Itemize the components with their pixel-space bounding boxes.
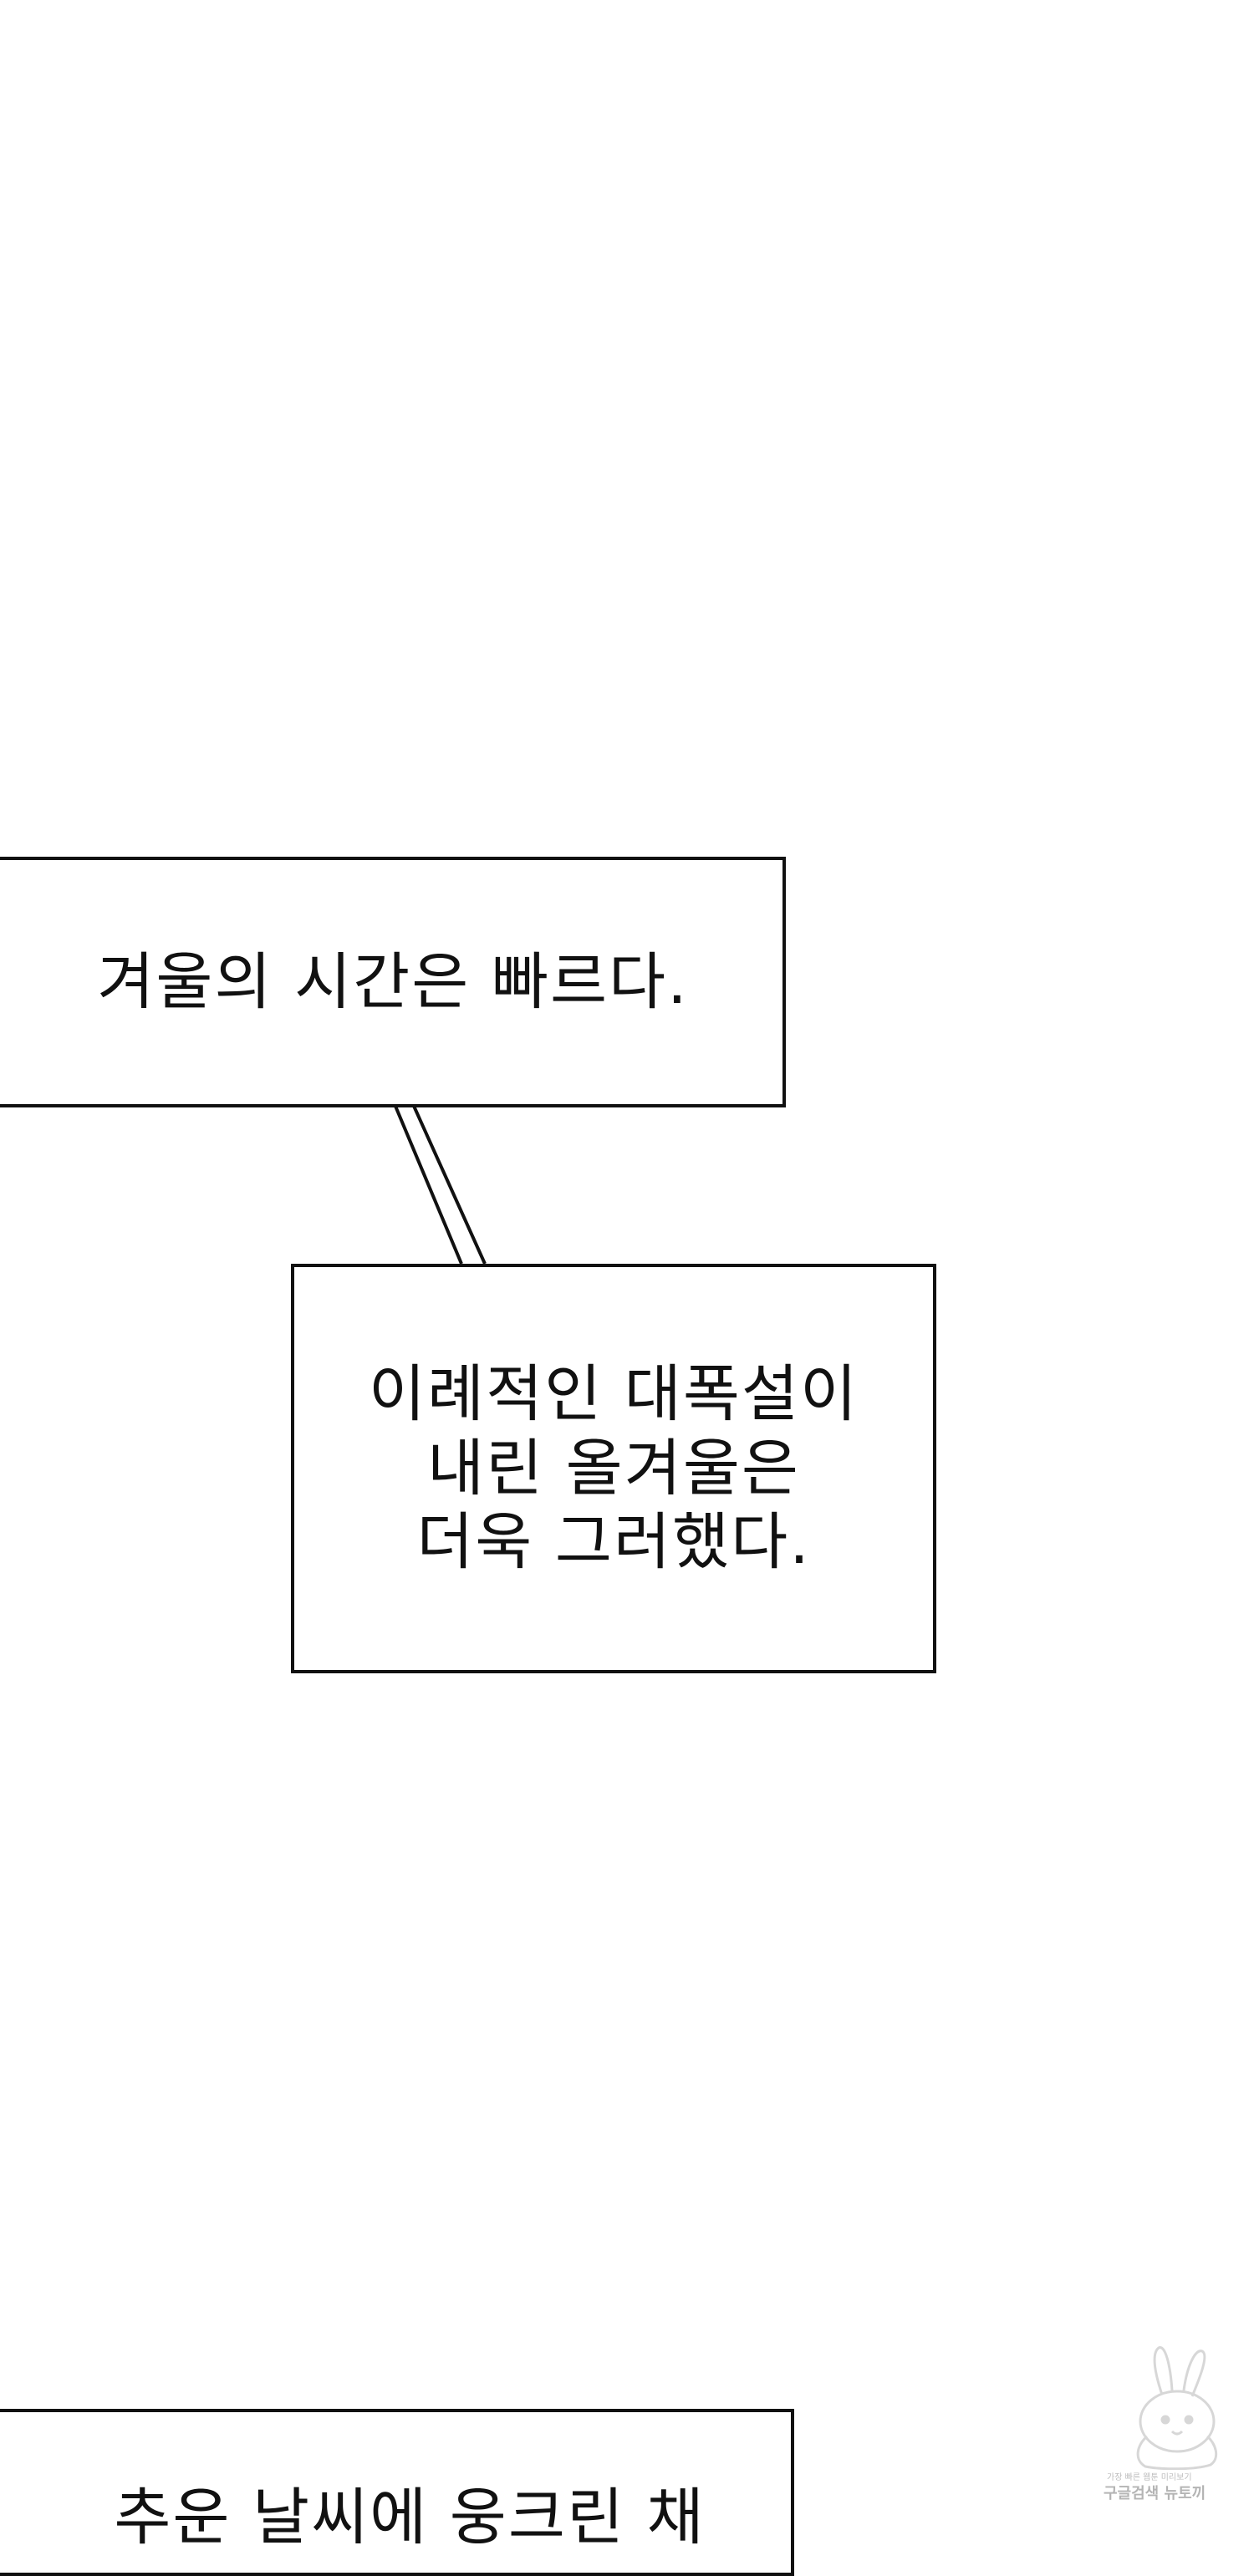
speech-connector [393,1103,487,1265]
narration-line: 이례적인 대폭설이 [368,1357,859,1430]
site-watermark: 가장 빠른 웹툰 미리보기 구글검색 뉴토끼 [1104,2344,1246,2503]
narration-box-1: 겨울의 시간은 빠르다. [0,857,786,1107]
watermark-brand: 구글검색 뉴토끼 [1104,2485,1206,2502]
narration-box-2: 이례적인 대폭설이 내린 올겨울은 더욱 그러했다. [291,1264,936,1673]
narration-text-1: 겨울의 시간은 빠르다. [97,945,689,1018]
narration-line: 내린 올겨울은 [426,1432,800,1504]
narration-text-2: 이례적인 대폭설이 내린 올겨울은 더욱 그러했다. [369,1357,859,1580]
narration-text-3: 추운 날씨에 웅크린 채 [114,2482,706,2553]
rabbit-mascot-icon [1136,2346,1218,2471]
narration-line: 더욱 그러했다. [416,1506,811,1579]
watermark-tagline: 가장 빠른 웹툰 미리보기 [1107,2473,1192,2482]
narration-box-3: 추운 날씨에 웅크린 채 [0,2409,794,2576]
comic-page: 겨울의 시간은 빠르다. 이례적인 대폭설이 내린 올겨울은 더욱 그러했다. … [0,857,1246,2576]
